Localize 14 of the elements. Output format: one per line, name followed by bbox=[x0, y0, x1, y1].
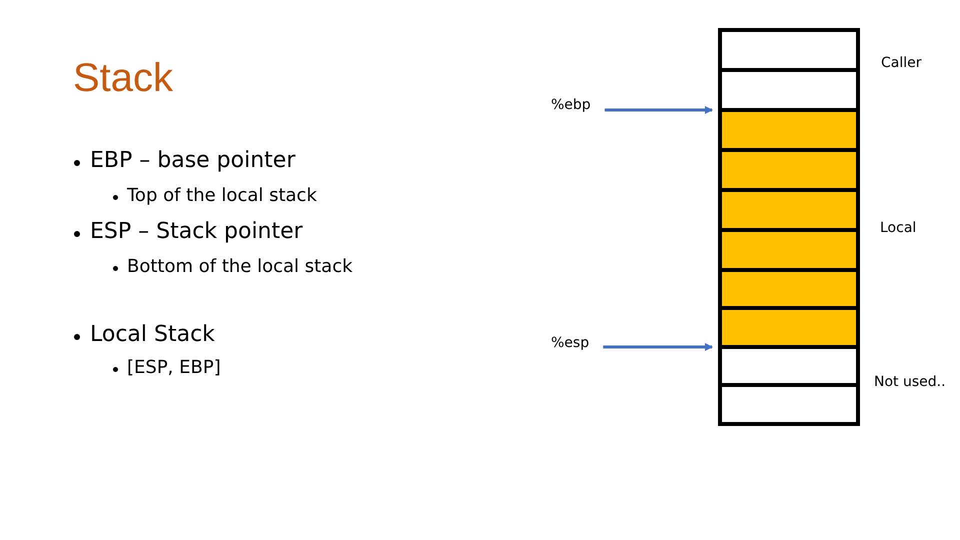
bullet-text: EBP – base pointer bbox=[90, 148, 296, 173]
region-label: Local bbox=[880, 220, 916, 236]
slide-title: Stack bbox=[73, 56, 174, 101]
region-label: Caller bbox=[881, 55, 922, 71]
region-label: Not used.. bbox=[874, 374, 946, 390]
sub-bullet-text: Bottom of the local stack bbox=[127, 256, 353, 277]
pointer-label: %ebp bbox=[551, 97, 591, 113]
sub-bullet-text: [ESP, EBP] bbox=[127, 357, 221, 378]
sub-bullet-text: Top of the local stack bbox=[127, 185, 317, 206]
arrow bbox=[603, 343, 713, 351]
bullet-text: Local Stack bbox=[90, 322, 215, 347]
bullet-text: ESP – Stack pointer bbox=[90, 219, 303, 244]
arrow bbox=[604, 106, 713, 114]
pointer-label: %esp bbox=[551, 335, 590, 351]
